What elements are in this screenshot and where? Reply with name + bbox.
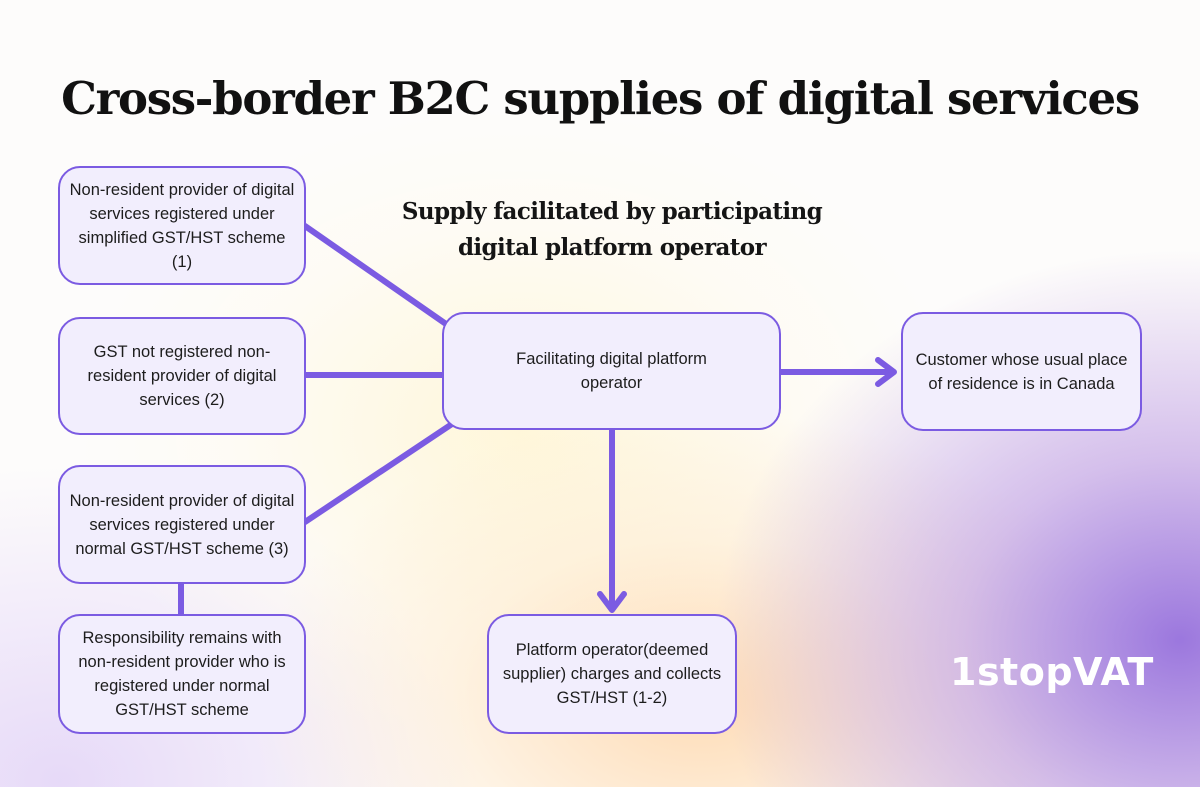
node-responsibility: Responsibility remains with non-resident… [58,614,306,734]
node-deemed-supplier-label: Platform operator(deemed supplier) charg… [502,641,722,707]
node-platform-operator-label: Facilitating digital platform operator [516,350,707,392]
brand-logo: 1stopVAT [950,650,1154,694]
node-provider-normal: Non-resident provider of digital service… [58,465,306,584]
node-responsibility-label: Responsibility remains with non-resident… [78,629,286,719]
node-customer-label: Customer whose usual place of residence … [915,350,1128,393]
node-deemed-supplier: Platform operator(deemed supplier) charg… [487,614,737,734]
page-title: Cross-border B2C supplies of digital ser… [61,72,1140,125]
node-provider-not-registered: GST not registered non-resident provider… [58,317,306,435]
node-provider-simplified-label: Non-resident provider of digital service… [69,180,295,271]
diagram-subtitle: Supply facilitated by participating digi… [401,198,823,261]
arrowhead-customer [875,357,897,387]
node-provider-normal-label: Non-resident provider of digital service… [69,491,295,558]
arrowhead-deemed-supplier [597,591,627,613]
node-provider-simplified: Non-resident provider of digital service… [58,166,306,285]
node-customer: Customer whose usual place of residence … [901,312,1142,431]
connector-normal-to-platform [302,421,455,525]
connector-simplified-to-platform [302,223,449,327]
node-platform-operator: Facilitating digital platform operator [442,312,781,430]
node-provider-not-registered-label: GST not registered non-resident provider… [87,343,277,409]
